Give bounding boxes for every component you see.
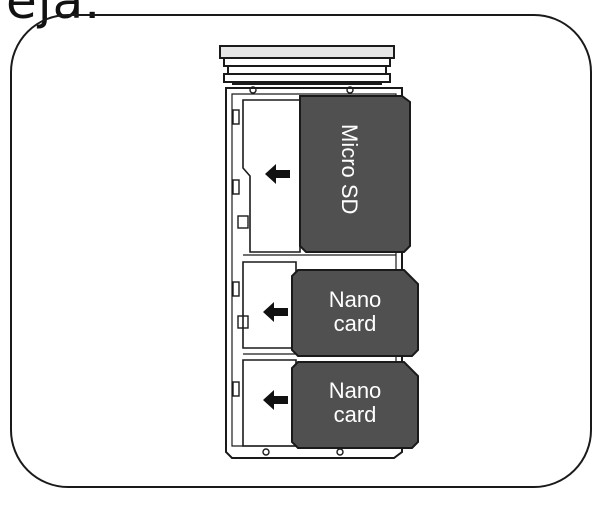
nano-card-bottom-label-1: Nano <box>329 378 382 403</box>
tray-head <box>219 45 395 85</box>
micro-sd-card: Micro SD <box>299 95 411 253</box>
nano-card-top-label-2: card <box>334 311 377 336</box>
tray-body <box>225 87 403 459</box>
insert-arrow-icon <box>263 390 288 410</box>
insert-arrow-icon <box>265 164 290 184</box>
nano-card-top: Nano card <box>291 269 419 357</box>
nano-card-top-label-1: Nano <box>329 287 382 312</box>
illustration-frame <box>10 14 592 488</box>
micro-sd-label: Micro SD <box>337 124 362 214</box>
insert-arrow-icon <box>263 302 288 322</box>
nano-slot-top <box>242 261 297 349</box>
nano-card-bottom: Nano card <box>291 361 419 449</box>
nano-card-bottom-label-2: card <box>334 402 377 427</box>
